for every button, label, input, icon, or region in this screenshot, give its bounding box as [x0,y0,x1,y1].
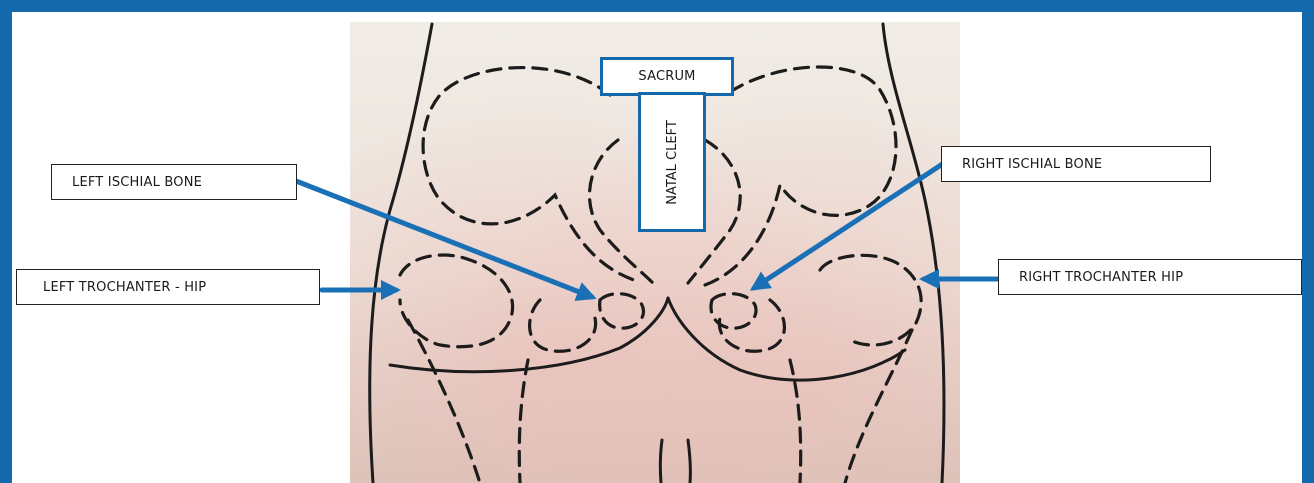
left-trochanter-hip-label: LEFT TROCHANTER - HIP [16,269,320,305]
right-pelvic-loop [719,300,784,351]
natal-cleft-label: NATAL CLEFT [638,92,706,232]
right-body-contour [883,24,944,483]
left-femur-outline-inner [519,360,528,483]
right-femur-outline-inner [790,360,801,483]
left-ischial-outline [600,294,644,329]
left-iliac-wing-outline [423,68,640,282]
right-thigh-gap [688,440,690,483]
left-ischial-bone-label: LEFT ISCHIAL BONE [51,164,297,200]
right-hip-outline [820,255,921,345]
right-trochanter-hip-label-text: RIGHT TROCHANTER HIP [1019,270,1183,285]
left-ischial-arrow [296,181,592,297]
right-iliac-wing-outline [705,67,896,285]
left-hip-outline [400,255,513,347]
left-pelvic-loop [530,300,596,351]
sacrum-label: SACRUM [600,57,734,96]
right-ischial-arrow [754,163,944,288]
left-thigh-gap [660,440,662,483]
right-femur-outline-outer [845,330,912,483]
right-ischial-bone-label-text: RIGHT ISCHIAL BONE [962,157,1102,172]
right-trochanter-hip-label: RIGHT TROCHANTER HIP [998,259,1302,295]
left-ischial-bone-label-text: LEFT ISCHIAL BONE [72,175,202,190]
left-body-contour [370,24,432,483]
right-ischial-outline [711,294,756,329]
natal-cleft-label-text: NATAL CLEFT [665,120,680,205]
right-buttock-crease [668,298,905,380]
left-trochanter-hip-label-text: LEFT TROCHANTER - HIP [43,280,206,295]
sacrum-label-text: SACRUM [638,69,695,84]
right-ischial-bone-label: RIGHT ISCHIAL BONE [941,146,1211,182]
